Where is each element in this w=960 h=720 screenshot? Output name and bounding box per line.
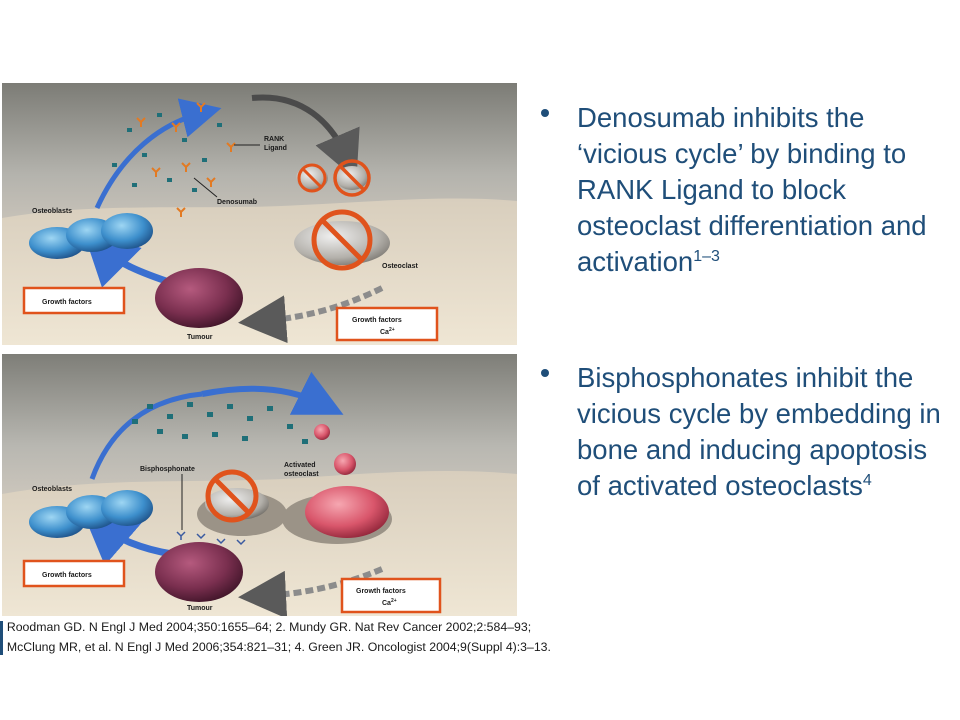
activated-osteoclast-medium <box>334 453 356 475</box>
bullet-body: Bisphosphonates inhibit the vicious cycl… <box>577 362 941 501</box>
activated-osteoclast <box>305 486 389 538</box>
activated-osteoclast-label: Activated <box>284 462 316 469</box>
bone-matrix-particles <box>132 402 308 444</box>
growth-arrow-grey <box>238 285 384 344</box>
tumour-mass <box>155 542 243 602</box>
bisphosphonate-label: Bisphosphonate <box>140 466 195 473</box>
growth-factors-box-right-text: Growth factors <box>356 588 406 595</box>
growth-factors-box-left-text: Growth factors <box>42 299 92 306</box>
calcium-charge: 2+ <box>389 327 395 333</box>
bullet-text: Bisphosphonates inhibit the vicious cycl… <box>577 360 947 504</box>
cycle-arrow-dark <box>251 94 360 181</box>
bullet-citation: 4 <box>862 471 872 489</box>
bullet-dot <box>541 109 549 117</box>
osteoclast-label: Osteoclast <box>382 263 418 270</box>
calcium-symbol: Ca <box>380 329 389 336</box>
denosumab-label: Denosumab <box>217 199 257 206</box>
bisphosphonate-mechanism-illustration: Osteoblasts Bisphosphonate Activated ost… <box>2 354 517 616</box>
activated-osteoclast-small <box>314 424 330 440</box>
calcium-charge: 2+ <box>391 598 397 604</box>
osteoblasts-label: Osteoblasts <box>32 208 72 215</box>
growth-factors-box-left <box>22 559 126 588</box>
growth-factors-box-left-text: Growth factors <box>42 572 92 579</box>
rank-ligand-label-2: Ligand <box>264 145 287 152</box>
reference-line-1: . Roodman GD. N Engl J Med 2004;350:1655… <box>0 620 532 634</box>
growth-arrow-blue <box>80 507 173 566</box>
bisphosphonate-molecules <box>176 531 246 546</box>
osteoblast-cells <box>29 213 153 259</box>
references: . Roodman GD. N Engl J Med 2004;350:1655… <box>0 617 660 657</box>
growth-factors-box-right-text: Growth factors <box>352 317 402 324</box>
bullet-body: Denosumab inhibits the ‘vicious cycle’ b… <box>577 102 927 277</box>
osteoblasts-label: Osteoblasts <box>32 486 72 493</box>
calcium-label: Ca2+ <box>380 327 395 336</box>
cycle-arrow-blue-2 <box>201 371 344 415</box>
growth-arrow-grey <box>238 566 384 616</box>
bullet-citation: 1–3 <box>693 247 720 265</box>
growth-factors-box-right <box>335 306 439 342</box>
tumour-mass <box>155 268 243 328</box>
growth-factors-box-left <box>22 286 126 315</box>
bullet-text: Denosumab inhibits the ‘vicious cycle’ b… <box>577 100 947 280</box>
reference-accent-bar <box>0 621 3 655</box>
rank-ligand-label: RANK <box>264 136 284 143</box>
denosumab-mechanism-illustration: RANK Ligand Denosumab Osteoblasts Osteoc… <box>2 83 517 345</box>
cycle-arrow-blue <box>94 98 222 210</box>
tumour-label: Tumour <box>187 605 213 612</box>
growth-factors-box-right <box>340 577 442 614</box>
osteoclast-precursor-inhibited <box>296 159 371 197</box>
osteoclast-apoptosis-inhibit <box>205 469 269 523</box>
cycle-arrow-blue <box>89 391 203 480</box>
reference-line-2: . McClung MR, et al. N Engl J Med 2006;3… <box>0 640 551 654</box>
rank-ligand-particles <box>112 113 222 192</box>
osteoblast-cells <box>29 490 153 538</box>
activated-osteoclast-label-2: osteoclast <box>284 471 319 478</box>
calcium-symbol: Ca <box>382 600 391 607</box>
tumour-label: Tumour <box>187 334 213 341</box>
osteoclast-inhibited <box>294 209 390 271</box>
calcium-label: Ca2+ <box>382 598 397 607</box>
bullet-dot <box>541 369 549 377</box>
denosumab-pointer <box>193 177 218 198</box>
